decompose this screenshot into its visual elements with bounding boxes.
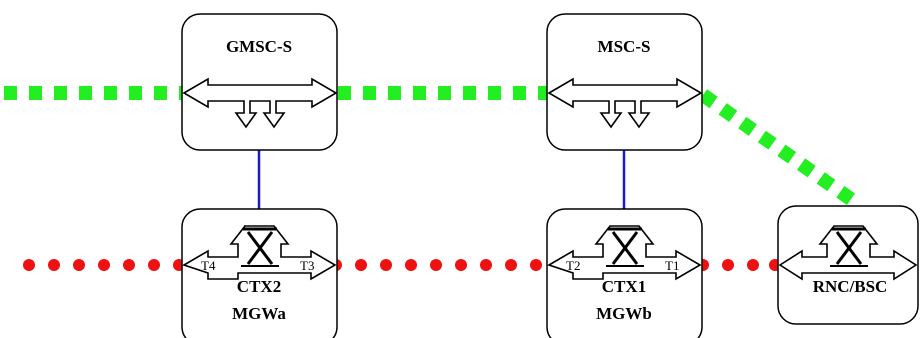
rnc-label: RNC/BSC [813, 277, 888, 296]
mgwb-context-label: CTX1 [602, 277, 646, 296]
mgwb-label: MGWb [596, 304, 652, 323]
rnc-switch-icon [778, 225, 918, 281]
mgwb-node: T2 T1 CTX1 MGWb [546, 208, 703, 338]
mgwa-node: T4 T3 CTX2 MGWa [181, 208, 338, 338]
mgwb-cross-icon [606, 227, 644, 267]
mgwb-left-terminal: T2 [566, 258, 580, 273]
mgwa-context-label: CTX2 [237, 277, 281, 296]
gmsc-label: GMSC-S [226, 37, 292, 56]
signalling-link-msc-rnc [698, 89, 857, 206]
gmsc-node: GMSC-S [181, 13, 338, 151]
mgwa-left-terminal: T4 [201, 258, 216, 273]
signalling-links [4, 86, 857, 206]
msc-label: MSC-S [598, 37, 651, 56]
rnc-node: RNC/BSC [777, 205, 919, 325]
mgwb-switch-icon [547, 225, 702, 281]
mgwb-right-terminal: T1 [665, 258, 679, 273]
mgwa-cross-icon [241, 227, 279, 267]
rnc-cross-icon [830, 227, 868, 267]
gmsc-box [181, 13, 338, 151]
mgwa-switch-icon [182, 225, 337, 281]
msc-node: MSC-S [546, 13, 703, 151]
mgwa-label: MGWa [232, 304, 286, 323]
msc-box [546, 13, 703, 151]
mgwa-right-terminal: T3 [300, 258, 314, 273]
